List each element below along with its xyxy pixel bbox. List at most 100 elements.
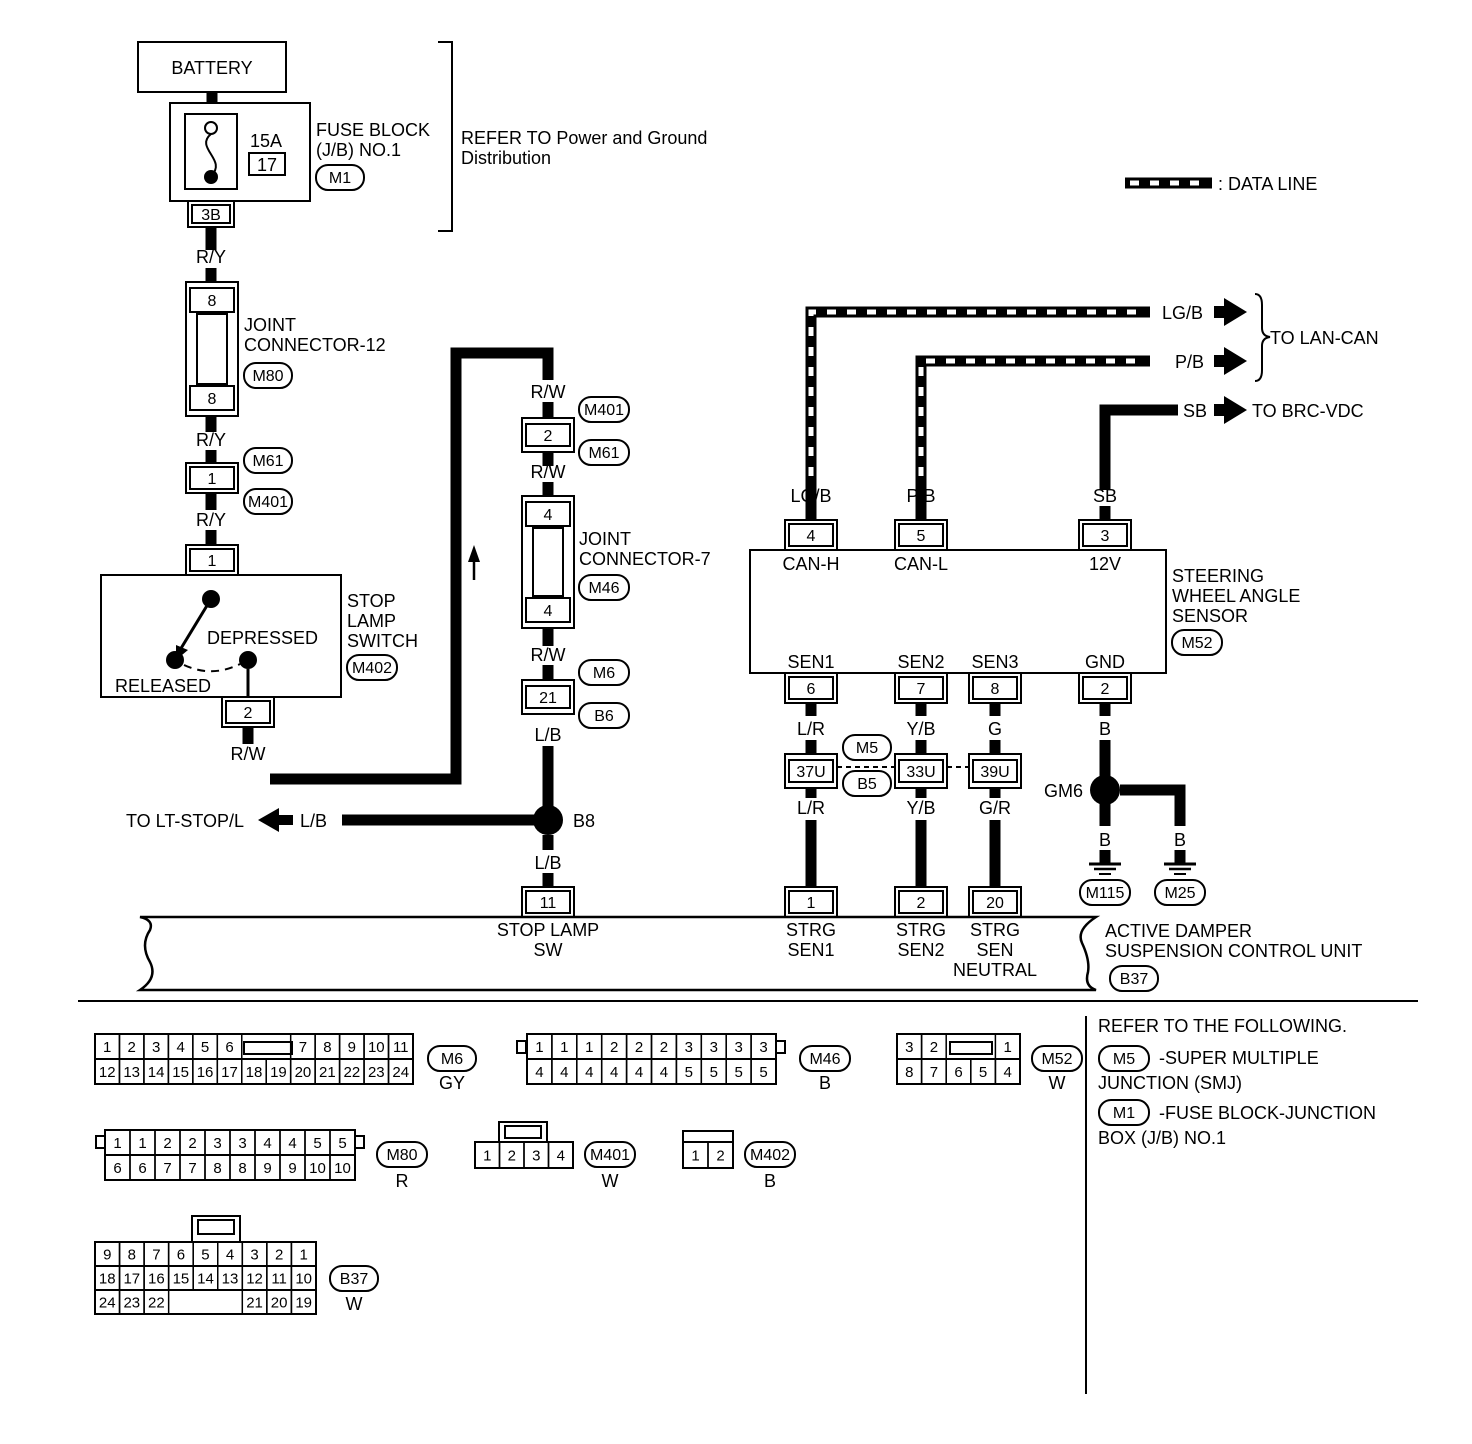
connector-cavity: 3 — [152, 1039, 160, 1056]
connector-cavity: 8 — [238, 1160, 246, 1177]
battery-label: BATTERY — [171, 58, 252, 78]
connector-cavity: 17 — [123, 1271, 140, 1288]
connector-cavity: 4 — [535, 1064, 543, 1081]
fuse-number-box — [248, 152, 286, 176]
connector-cavity: 10 — [295, 1271, 312, 1288]
connector-cavity: 22 — [343, 1064, 360, 1081]
wire-label-pb-top: P/B — [1175, 352, 1204, 372]
ground-m115-id: M115 — [1086, 885, 1125, 902]
connector-cavity: 24 — [99, 1295, 116, 1312]
switch-pin-1: 1 — [208, 553, 217, 570]
connector-cavity: 23 — [368, 1064, 385, 1081]
fuse-top-terminal — [204, 121, 218, 135]
fuse-block-connector-id: M1 — [329, 170, 351, 187]
unit-name-2: SUSPENSION CONTROL UNIT — [1105, 941, 1362, 961]
refer-power-2: Distribution — [461, 148, 551, 168]
label-released: RELEASED — [115, 676, 211, 696]
jc7-connector-id: M46 — [588, 580, 619, 597]
fuse-block-connector-badge — [315, 164, 365, 191]
strg-neutral-3: NEUTRAL — [953, 960, 1037, 980]
connector-cavity: 20 — [271, 1295, 288, 1312]
refer-m1-id: M1 — [1113, 1105, 1135, 1122]
control-unit: 1 2 20 STOP LAMP SW STRG SEN1 STRG SEN2 … — [135, 886, 1362, 992]
wire-label-ry-3: R/Y — [196, 510, 226, 530]
data-line-legend: : DATA LINE — [1125, 174, 1317, 194]
fuse-pin-inner — [191, 204, 231, 224]
connector-cavity: 11 — [271, 1271, 287, 1288]
connector-cavity: 4 — [1004, 1064, 1012, 1081]
connector-cavity: 19 — [270, 1064, 287, 1081]
connector-cavity: 4 — [610, 1064, 618, 1081]
switch-pin-2: 2 — [244, 705, 253, 722]
connector-cavity: 7 — [930, 1064, 938, 1081]
arrow-left-icon — [258, 808, 279, 832]
connector-cavity: 7 — [152, 1247, 160, 1264]
connector-cavity: 5 — [685, 1064, 693, 1081]
m402-face-id: M402 — [750, 1147, 790, 1164]
switch-name-3: SWITCH — [347, 631, 418, 651]
jc7-name-1: JOINT — [579, 529, 631, 549]
switch-name-1: STOP — [347, 591, 396, 611]
connector-cavity: 3 — [685, 1039, 693, 1056]
connector-cavity: 5 — [734, 1064, 742, 1081]
connector-cavity: 1 — [113, 1135, 121, 1152]
wire-label-lr-2: L/R — [797, 798, 825, 818]
label-gnd: GND — [1085, 652, 1125, 672]
refer-m5-text-2: JUNCTION (SMJ) — [1098, 1073, 1242, 1093]
refer-power-1: REFER TO Power and Ground — [461, 128, 707, 148]
m402-face-color: B — [764, 1171, 776, 1191]
refer-title: REFER TO THE FOLLOWING. — [1098, 1016, 1347, 1036]
connector-cavity: 22 — [148, 1295, 165, 1312]
unit-pin-11: 11 — [540, 895, 557, 912]
m6-face-color: GY — [439, 1073, 465, 1093]
fuse-pin: 3B — [201, 207, 221, 224]
connector-cavity: 1 — [560, 1039, 568, 1056]
wire-label-lb-1: L/B — [534, 725, 561, 745]
arrow-lan-can-1-icon — [1224, 298, 1247, 326]
connector-cavity: 6 — [954, 1064, 962, 1081]
smj-pin-39u: 39U — [980, 764, 1009, 781]
sensor-pin-4: 4 — [807, 528, 816, 545]
sensor-name-1: STEERING — [1172, 566, 1264, 586]
wire-label-sb-top: SB — [1183, 401, 1207, 421]
strg-neutral-1: STRG — [970, 920, 1020, 940]
legend-data-line: : DATA LINE — [1218, 174, 1317, 194]
sensor-pin-2: 2 — [1101, 681, 1110, 698]
b5-badge: B5 — [857, 776, 877, 793]
m6-face-id: M6 — [441, 1051, 463, 1068]
connector-cavity: 2 — [275, 1247, 283, 1264]
power-section: BATTERY 15A 17 FUSE BLOCK (J/B) NO.1 M1 … — [137, 41, 707, 232]
connector-cavity: 5 — [201, 1039, 209, 1056]
strg-sen1-2: SEN1 — [787, 940, 834, 960]
wire-label-lgb-top: LG/B — [1162, 303, 1203, 323]
connector-cavity: 10 — [334, 1160, 351, 1177]
connector-cavity: 10 — [309, 1160, 326, 1177]
connector-cavity: 21 — [246, 1295, 263, 1312]
connector-cavity: 17 — [221, 1064, 238, 1081]
connector-cavity: 10 — [368, 1039, 385, 1056]
gm6-label: GM6 — [1044, 781, 1083, 801]
strg-sen1-1: STRG — [786, 920, 836, 940]
wire-label-rw-top: R/W — [531, 382, 566, 402]
steering-sensor-box — [749, 549, 1167, 674]
wire-label-lb-left: L/B — [300, 811, 327, 831]
refer-m1-text-2: BOX (J/B) NO.1 — [1098, 1128, 1226, 1148]
connector-cavity: 5 — [979, 1064, 987, 1081]
jc12-name-1: JOINT — [244, 315, 296, 335]
jc7-pin-bottom: 4 — [544, 603, 553, 620]
connector-cavity: 3 — [734, 1039, 742, 1056]
refer-m1-text-1: -FUSE BLOCK-JUNCTION — [1159, 1103, 1376, 1123]
connector-cavity: 8 — [213, 1160, 221, 1177]
fuse-block-name-2: (J/B) NO.1 — [316, 140, 401, 160]
connector-cavity: 2 — [188, 1135, 196, 1152]
switch-contact-released — [166, 651, 184, 669]
connector-cavity: 1 — [1004, 1039, 1012, 1056]
label-12v: 12V — [1089, 554, 1121, 574]
fuse-amp: 15A — [250, 131, 282, 151]
sensor-pin-8: 8 — [991, 681, 1000, 698]
connector-cavity: 4 — [263, 1135, 271, 1152]
